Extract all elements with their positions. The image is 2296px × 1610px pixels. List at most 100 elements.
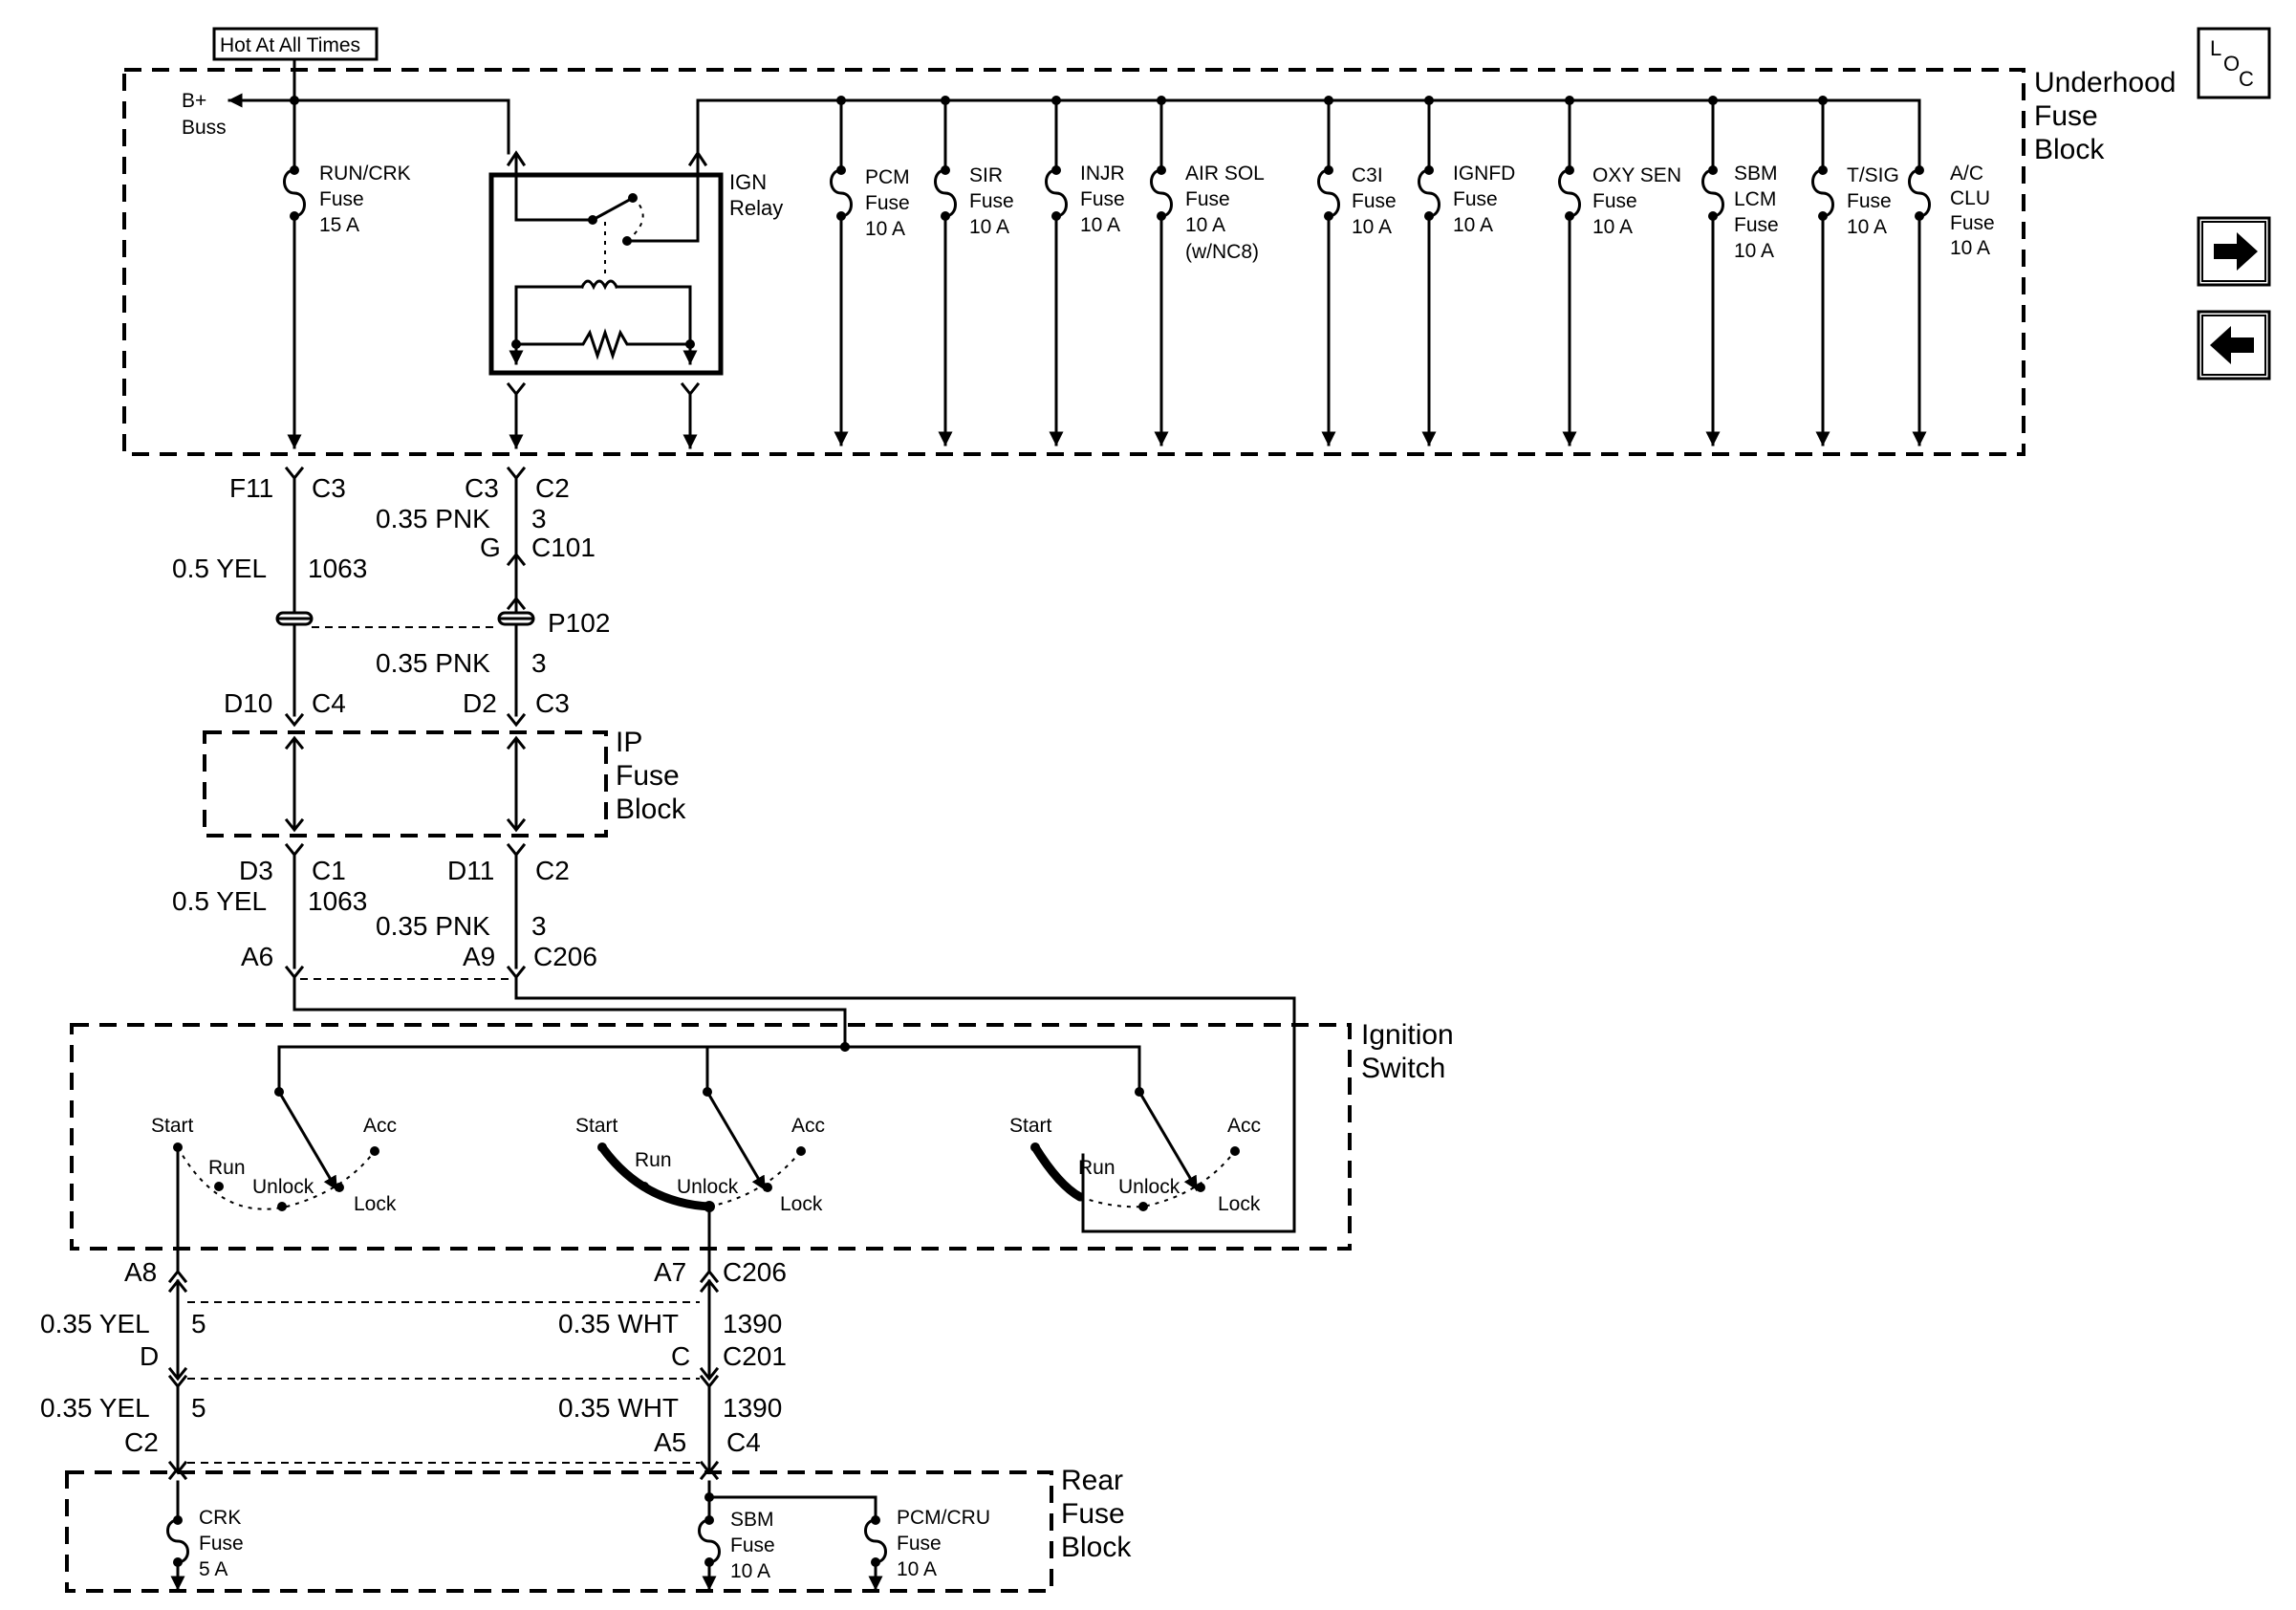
svg-text:Start: Start xyxy=(1009,1115,1052,1137)
svg-text:0.35 YEL: 0.35 YEL xyxy=(40,1309,150,1338)
svg-text:Run: Run xyxy=(208,1157,246,1179)
svg-text:0.35 WHT: 0.35 WHT xyxy=(558,1393,679,1423)
svg-text:CLU: CLU xyxy=(1950,187,1990,209)
svg-text:C3I: C3I xyxy=(1352,164,1383,186)
svg-text:0.35 PNK: 0.35 PNK xyxy=(376,648,490,678)
svg-text:1063: 1063 xyxy=(308,554,367,583)
fuse-branches xyxy=(830,96,1931,446)
svg-text:RUN/CRK: RUN/CRK xyxy=(319,163,411,185)
svg-text:Fuse: Fuse xyxy=(319,188,364,210)
next-arrow-icon[interactable] xyxy=(2197,216,2271,287)
svg-text:D3: D3 xyxy=(239,856,273,885)
svg-text:INJR: INJR xyxy=(1080,163,1125,185)
svg-text:0.5 YEL: 0.5 YEL xyxy=(172,886,267,916)
svg-text:Fuse: Fuse xyxy=(730,1534,775,1556)
svg-text:1390: 1390 xyxy=(723,1309,782,1338)
svg-text:0.35 YEL: 0.35 YEL xyxy=(40,1393,150,1423)
fuse-label-injr: INJR Fuse 10 A xyxy=(1080,163,1125,236)
svg-text:Lock: Lock xyxy=(780,1193,823,1215)
svg-text:D: D xyxy=(140,1341,159,1371)
underhood-fuse-block xyxy=(122,60,2025,456)
svg-text:5: 5 xyxy=(191,1393,206,1423)
ip-block-label-3: Block xyxy=(616,794,686,825)
svg-text:(w/NC8): (w/NC8) xyxy=(1185,241,1259,263)
svg-text:A9: A9 xyxy=(463,942,495,971)
svg-text:C1: C1 xyxy=(312,856,346,885)
loc-icon[interactable]: L O C xyxy=(2197,27,2271,99)
svg-text:C: C xyxy=(2239,67,2254,91)
svg-text:LCM: LCM xyxy=(1734,188,1776,210)
underhood-label-3: Block xyxy=(2034,134,2105,165)
svg-text:C4: C4 xyxy=(726,1427,761,1457)
svg-text:10 A: 10 A xyxy=(897,1558,937,1580)
svg-text:A6: A6 xyxy=(241,942,273,971)
hot-label: Hot At All Times xyxy=(220,34,360,56)
svg-text:C2: C2 xyxy=(124,1427,159,1457)
fuse-label-c3i: C3I Fuse 10 A xyxy=(1352,164,1397,238)
svg-text:SBM: SBM xyxy=(730,1509,774,1531)
svg-text:15 A: 15 A xyxy=(319,214,359,236)
underhood-label-1: Underhood xyxy=(2034,67,2176,98)
svg-text:0.35 WHT: 0.35 WHT xyxy=(558,1309,679,1338)
switch-position-labels: Start Run Unlock Lock Acc Start Run Unlo… xyxy=(151,1115,1261,1215)
run-crk-fuse-symbol xyxy=(283,168,306,218)
fuse-label-sbm-lcm: SBM LCM Fuse 10 A xyxy=(1734,163,1779,262)
svg-text:5: 5 xyxy=(191,1309,206,1338)
svg-text:G: G xyxy=(480,533,501,562)
svg-text:Fuse: Fuse xyxy=(1950,212,1995,234)
svg-text:CRK: CRK xyxy=(199,1507,241,1529)
fuse-label-ac-clu: A/C CLU Fuse 10 A xyxy=(1950,163,1995,259)
svg-text:Acc: Acc xyxy=(363,1115,397,1137)
svg-text:SIR: SIR xyxy=(969,164,1003,186)
svg-text:C206: C206 xyxy=(533,942,597,971)
svg-text:F11: F11 xyxy=(229,473,273,503)
svg-text:D11: D11 xyxy=(447,856,494,885)
svg-text:PCM/CRU: PCM/CRU xyxy=(897,1507,990,1529)
svg-text:Run: Run xyxy=(1078,1157,1116,1179)
svg-text:C2: C2 xyxy=(535,473,570,503)
svg-text:P102: P102 xyxy=(548,608,610,638)
ign-relay xyxy=(488,172,724,376)
fuse-label-t-sig: T/SIG Fuse 10 A xyxy=(1847,164,1899,238)
prev-arrow-icon[interactable] xyxy=(2197,310,2271,381)
ip-block-label-2: Fuse xyxy=(616,760,680,792)
svg-text:C206: C206 xyxy=(723,1257,787,1287)
svg-text:3: 3 xyxy=(531,911,547,941)
rear-label-2: Fuse xyxy=(1061,1498,1125,1530)
underhood-label-2: Fuse xyxy=(2034,100,2098,132)
svg-text:Fuse: Fuse xyxy=(1080,188,1125,210)
svg-text:Fuse: Fuse xyxy=(1352,190,1397,212)
svg-text:Fuse: Fuse xyxy=(897,1533,942,1555)
fuse-label-sir: SIR Fuse 10 A xyxy=(969,164,1014,238)
bbuss-label-2: Buss xyxy=(182,117,227,139)
svg-text:D2: D2 xyxy=(463,688,497,718)
rear-fuse-label-pcm-cru: PCM/CRU Fuse 10 A xyxy=(897,1507,990,1580)
svg-text:5 A: 5 A xyxy=(199,1558,227,1580)
rear-fuse-label-sbm: SBM Fuse 10 A xyxy=(730,1509,775,1582)
svg-text:0.35 PNK: 0.35 PNK xyxy=(376,911,490,941)
svg-text:OXY SEN: OXY SEN xyxy=(1592,164,1681,186)
svg-text:Start: Start xyxy=(151,1115,194,1137)
svg-text:Run: Run xyxy=(635,1149,672,1171)
svg-text:A7: A7 xyxy=(654,1257,686,1287)
svg-text:Fuse: Fuse xyxy=(1734,214,1779,236)
svg-text:C3: C3 xyxy=(465,473,499,503)
svg-text:10 A: 10 A xyxy=(1453,214,1493,236)
svg-text:C101: C101 xyxy=(531,533,596,562)
svg-text:Fuse: Fuse xyxy=(1847,190,1892,212)
svg-text:10 A: 10 A xyxy=(969,216,1009,238)
svg-text:1063: 1063 xyxy=(308,886,367,916)
svg-text:Fuse: Fuse xyxy=(1453,188,1498,210)
wires-lower xyxy=(167,1269,720,1481)
rear-label-3: Block xyxy=(1061,1532,1132,1563)
svg-text:IGNFD: IGNFD xyxy=(1453,163,1515,185)
svg-text:3: 3 xyxy=(531,504,547,533)
upper-wire-labels: F11 C3 C3 C2 0.35 PNK 3 G C101 0.5 YEL 1… xyxy=(172,473,610,718)
svg-text:10 A: 10 A xyxy=(1352,216,1392,238)
svg-text:Fuse: Fuse xyxy=(969,190,1014,212)
svg-text:Unlock: Unlock xyxy=(252,1176,314,1198)
svg-text:10 A: 10 A xyxy=(730,1560,770,1582)
lower-wire-labels: A8 A7 C206 0.35 YEL 5 0.35 WHT 1390 D C … xyxy=(40,1257,787,1457)
fuse-label-oxy-sen: OXY SEN Fuse 10 A xyxy=(1592,164,1681,238)
